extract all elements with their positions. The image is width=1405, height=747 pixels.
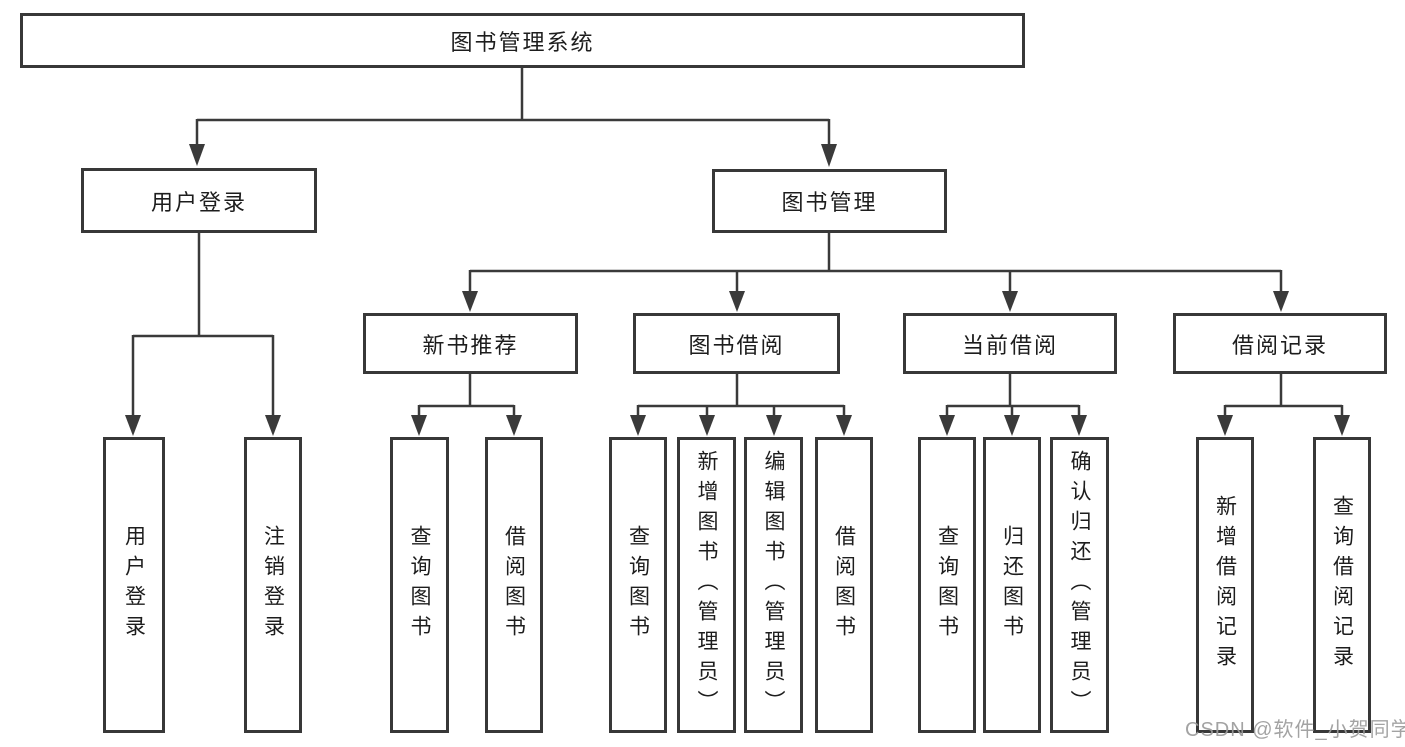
leaf-borrowing-edit-books-admin-label: 编辑图书（管理员） xyxy=(762,450,786,720)
node-book-borrowing: 图书借阅 xyxy=(633,313,840,374)
leaf-current-query-books: 查询图书 xyxy=(918,437,976,733)
leaf-user-login-label: 用户登录 xyxy=(122,525,146,645)
csdn-watermark: CSDN @软件_小贺同学 xyxy=(1185,719,1405,741)
leaf-records-add-record: 新增借阅记录 xyxy=(1196,437,1254,733)
leaf-records-query-record: 查询借阅记录 xyxy=(1313,437,1371,733)
node-book-management: 图书管理 xyxy=(712,169,947,233)
leaf-user-login: 用户登录 xyxy=(103,437,165,733)
leaf-borrowing-add-books-admin: 新增图书（管理员） xyxy=(677,437,736,733)
leaf-logout-label: 注销登录 xyxy=(261,525,285,645)
leaf-records-add-record-label: 新增借阅记录 xyxy=(1213,495,1237,675)
leaf-borrowing-query-books: 查询图书 xyxy=(609,437,667,733)
leaf-recommend-borrow-books-label: 借阅图书 xyxy=(502,525,526,645)
node-new-book-recommend: 新书推荐 xyxy=(363,313,578,374)
leaf-current-confirm-return-admin-label: 确认归还（管理员） xyxy=(1068,450,1092,720)
node-root: 图书管理系统 xyxy=(20,13,1025,68)
leaf-borrowing-borrow-books-label: 借阅图书 xyxy=(832,525,856,645)
node-borrowing-records: 借阅记录 xyxy=(1173,313,1387,374)
leaf-current-return-books-label: 归还图书 xyxy=(1000,525,1024,645)
leaf-current-query-books-label: 查询图书 xyxy=(935,525,959,645)
leaf-recommend-query-books-label: 查询图书 xyxy=(408,525,432,645)
node-current-borrowing: 当前借阅 xyxy=(903,313,1117,374)
node-user-login: 用户登录 xyxy=(81,168,317,233)
leaf-borrowing-add-books-admin-label: 新增图书（管理员） xyxy=(695,450,719,720)
leaf-borrowing-query-books-label: 查询图书 xyxy=(626,525,650,645)
leaf-current-confirm-return-admin: 确认归还（管理员） xyxy=(1050,437,1109,733)
leaf-records-query-record-label: 查询借阅记录 xyxy=(1330,495,1354,675)
leaf-recommend-query-books: 查询图书 xyxy=(390,437,449,733)
leaf-logout: 注销登录 xyxy=(244,437,302,733)
leaf-current-return-books: 归还图书 xyxy=(983,437,1041,733)
leaf-borrowing-borrow-books: 借阅图书 xyxy=(815,437,873,733)
leaf-borrowing-edit-books-admin: 编辑图书（管理员） xyxy=(744,437,803,733)
leaf-recommend-borrow-books: 借阅图书 xyxy=(485,437,543,733)
arrowheads xyxy=(125,144,1350,436)
